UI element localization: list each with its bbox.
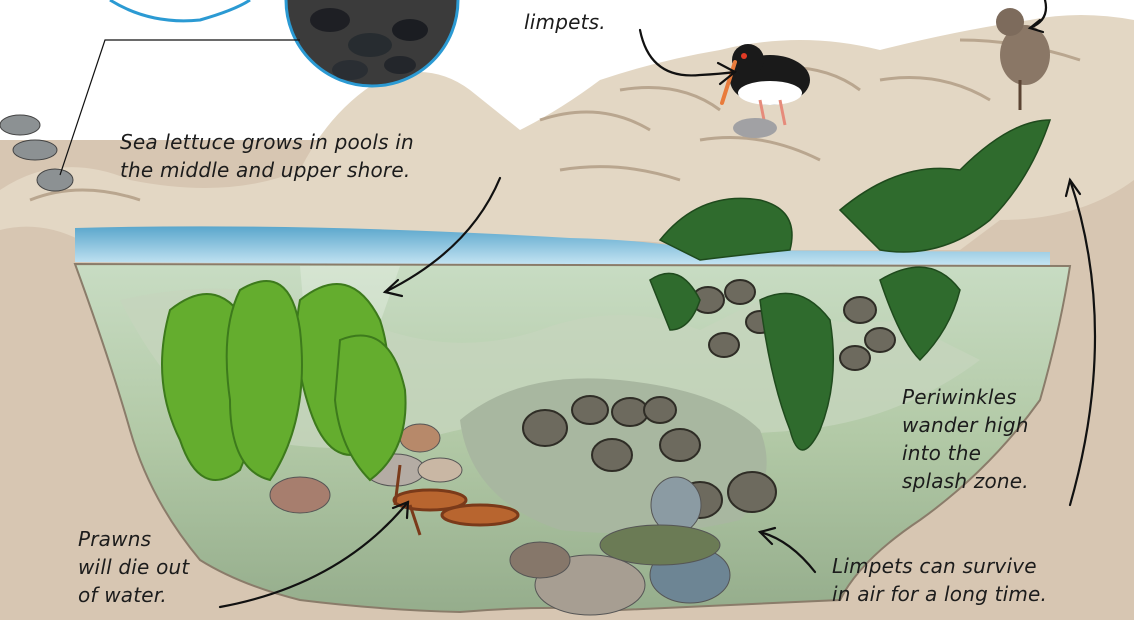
mussel — [37, 169, 73, 191]
pebble — [400, 424, 440, 452]
pebble — [510, 542, 570, 578]
limpet — [840, 346, 870, 370]
label-prawns: Prawns will die out of water. — [78, 525, 189, 609]
mussel — [13, 140, 57, 160]
limpet — [644, 397, 676, 423]
limpet — [572, 396, 608, 424]
limpet — [725, 280, 755, 304]
limpet — [592, 439, 632, 471]
limpet — [865, 328, 895, 352]
label-periwinkles: Periwinkles wander high into the splash … — [902, 383, 1029, 495]
prawn — [442, 505, 518, 525]
limpet — [660, 429, 700, 461]
mussel-inset — [286, 0, 458, 86]
label-limpets-top: limpets. — [524, 8, 606, 36]
label-limpets-survive: Limpets can survive in air for a long ti… — [832, 552, 1047, 608]
label-sea-lettuce: Sea lettuce grows in pools in the middle… — [120, 128, 414, 184]
limpet — [709, 333, 739, 357]
pebble — [600, 525, 720, 565]
inset-circle-left — [110, 0, 250, 21]
pebble — [270, 477, 330, 513]
limpet — [844, 297, 876, 323]
mussel — [0, 115, 40, 135]
limpet — [523, 410, 567, 446]
pebble — [418, 458, 462, 482]
limpet — [728, 472, 776, 512]
sea-lettuce — [162, 281, 406, 480]
limpet — [612, 398, 648, 426]
